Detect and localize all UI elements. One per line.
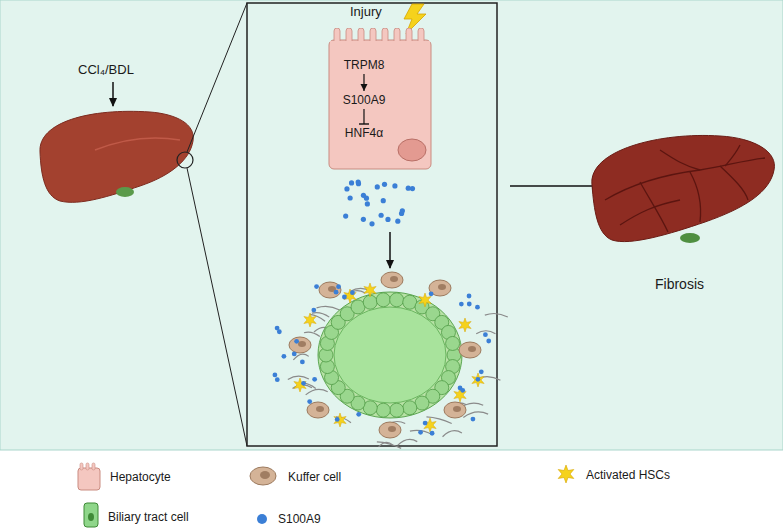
legend-text: Kuffer cell	[288, 470, 341, 484]
gene-name: HNF4α	[345, 126, 383, 140]
gene-label: TRPM8	[341, 57, 388, 73]
legend-text: S100A9	[278, 512, 321, 526]
gene-label: S100A9	[340, 92, 389, 108]
hepatocyte-cell: InjuryTRPM8S100A9HNF4α	[328, 28, 432, 170]
gene-name: TRPM8	[344, 58, 385, 72]
treatment-label: CCl₄/BDL	[78, 62, 134, 78]
pathway-arrow	[363, 74, 364, 91]
outcome-label: Fibrosis	[655, 276, 704, 292]
legend-text: Activated HSCs	[586, 468, 670, 482]
legend-text: Hepatocyte	[110, 470, 171, 484]
injury-label: Injury	[350, 4, 382, 19]
gene-label: HNF4α	[342, 125, 386, 141]
gene-name: S100A9	[343, 93, 386, 107]
pathway-arrow	[359, 109, 369, 124]
legend-text: Biliary tract cell	[108, 510, 189, 524]
